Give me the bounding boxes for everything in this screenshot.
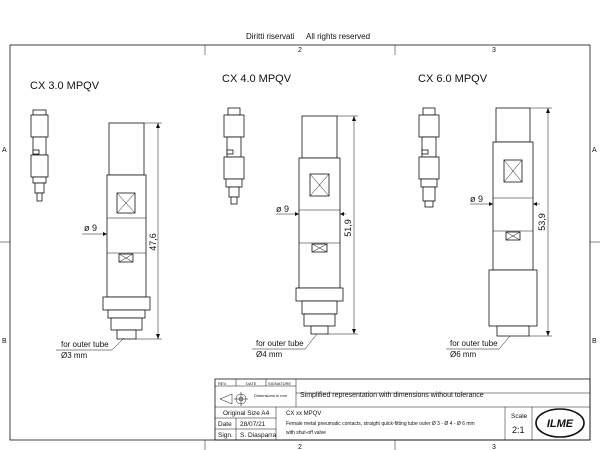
zone-col-2-bottom: 2	[298, 444, 302, 450]
zone-row-a-left: A	[2, 147, 7, 154]
product-code: CX xx MPQV	[286, 411, 321, 417]
part-cx-3: CX 3.0 MPQV	[30, 80, 162, 360]
svg-text:ILME: ILME	[547, 418, 574, 430]
main-view	[102, 122, 151, 340]
zone-col-3-top: 3	[492, 47, 496, 54]
diameter-label: ø 9	[276, 204, 289, 214]
tube-size: Ø6 mm	[450, 350, 477, 359]
sign-key: Sign.	[218, 432, 233, 439]
rev-label: REV.	[218, 381, 227, 386]
original-size: Original Size A4	[223, 410, 270, 417]
part-cx-4: CX 4.0 MPQV	[222, 73, 358, 359]
scale-label: Scale	[511, 413, 528, 420]
date-key: Date	[218, 421, 232, 428]
tube-label: for outer tube	[61, 340, 109, 349]
scale-value: 2:1	[512, 425, 525, 435]
rights-reserved-it: Diritti riservati	[246, 32, 295, 41]
tube-label: for outer tube	[450, 339, 498, 348]
part-title: CX 6.0 MPQV	[418, 73, 488, 85]
zone-row-b-left: B	[2, 338, 7, 345]
tube-label: for outer tube	[256, 339, 304, 348]
date-header-label: DATE	[246, 381, 257, 386]
length-label: 51,9	[343, 219, 353, 237]
product-line-1: Female metal pneumatic contacts, straigh…	[286, 421, 475, 427]
signature-label: SIGNATURE	[268, 381, 291, 386]
dimensions-note: Dimensions in mm	[254, 393, 288, 398]
length-label: 47,6	[148, 233, 158, 251]
diameter-label: ø 9	[470, 194, 483, 204]
sign-value: S. Diasparra	[240, 432, 277, 439]
part-cx-6: CX 6.0 MPQV ø 9	[418, 73, 552, 359]
projection-symbol-icon	[219, 392, 248, 406]
rights-reserved-en: All rights reserved	[306, 32, 370, 41]
length-label: 53,9	[537, 213, 547, 231]
ilme-logo: ILME	[535, 408, 585, 438]
zone-row-b-right: B	[592, 338, 597, 345]
zone-row-a-right: A	[592, 147, 597, 154]
side-view-small	[30, 109, 49, 202]
part-title: CX 3.0 MPQV	[30, 80, 100, 92]
zone-col-3-bottom: 3	[492, 444, 496, 450]
title-block: REV. DATE SIGNATURE Dimensions in mm Sim…	[214, 378, 591, 441]
tube-size: Ø4 mm	[256, 350, 283, 359]
zone-col-2-top: 2	[298, 47, 302, 54]
tube-size: Ø3 mm	[61, 351, 88, 360]
product-line-2: with shut-off valve	[286, 430, 326, 436]
date-value: 28/07/21	[240, 421, 266, 428]
zone-markers: 2 3 2 3 A A B B	[0, 45, 600, 450]
diameter-label: ø 9	[84, 223, 97, 233]
side-view-small	[223, 107, 245, 205]
part-title: CX 4.0 MPQV	[222, 73, 292, 85]
main-view	[488, 107, 538, 337]
description: Simplified representation with dimension…	[300, 392, 484, 399]
side-view-small	[418, 107, 440, 208]
main-view	[295, 115, 344, 335]
